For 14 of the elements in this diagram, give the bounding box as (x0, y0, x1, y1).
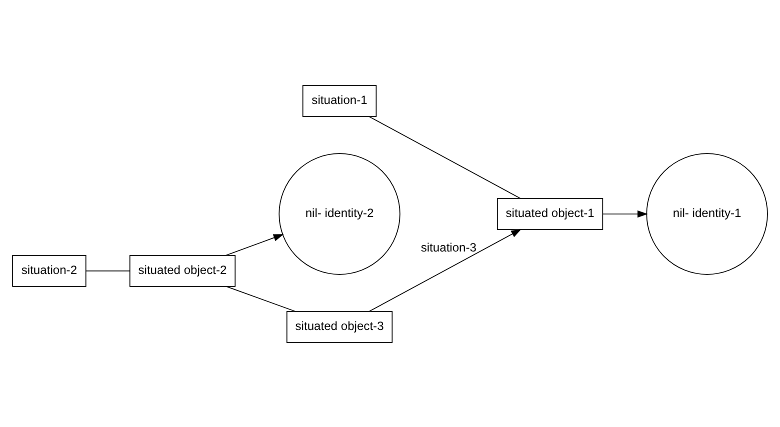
node-box: situation-2 (12, 254, 86, 286)
arrow (368, 228, 522, 312)
arrow (225, 234, 284, 256)
connector (226, 286, 296, 312)
edge-label: situation-3 (420, 240, 476, 254)
node-box: situated object-2 (129, 254, 236, 286)
node-box: situated object-3 (286, 310, 393, 342)
node-circle: nil- identity-2 (278, 152, 400, 274)
connector (368, 116, 521, 198)
connector (86, 270, 130, 271)
node-box: situated object-1 (496, 198, 604, 230)
arrow (602, 210, 648, 218)
node-box: situation-1 (302, 84, 377, 116)
node-circle: nil- identity-1 (646, 152, 768, 274)
